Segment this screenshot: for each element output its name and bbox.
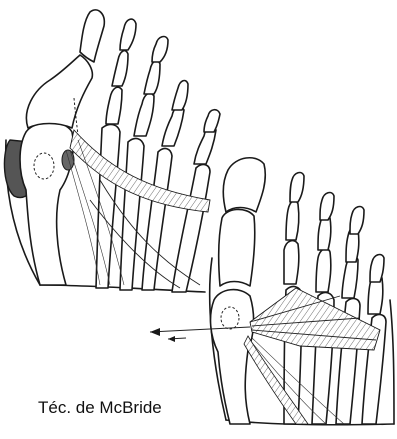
sesamoid — [62, 150, 74, 170]
hallux-distal-phalanx — [80, 10, 104, 62]
fifth-metatarsal-left — [172, 165, 210, 292]
hallux-proximal-phalanx — [26, 55, 92, 128]
preoperative-foot-drawing — [4, 10, 220, 292]
third-metatarsal-left — [120, 139, 144, 290]
transferred-adductor-fan — [250, 288, 380, 350]
first-metatarsal-right — [211, 290, 254, 424]
hallux-proximal-right — [219, 209, 255, 286]
second-metatarsal-left — [96, 125, 120, 288]
hallux-distal-right — [223, 158, 265, 212]
fourth-metatarsal-left — [142, 149, 172, 290]
figure-caption: Téc. de McBride — [38, 398, 162, 418]
